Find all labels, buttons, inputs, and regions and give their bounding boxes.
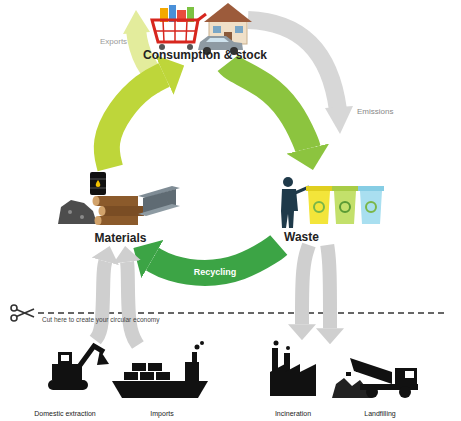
- waste-icon: [281, 177, 384, 228]
- house-roof: [204, 3, 252, 22]
- smoke: [200, 341, 204, 345]
- node-label: Landfilling: [364, 410, 396, 418]
- log: [96, 196, 138, 206]
- excavator-icon: [48, 346, 109, 390]
- flow-arrow: [302, 245, 309, 324]
- container: [140, 372, 154, 380]
- materials-icon: [58, 172, 180, 225]
- source-sink-node: Domestic extraction: [20, 340, 110, 418]
- rock-speck: [80, 215, 84, 219]
- annotation: Emissions: [357, 108, 393, 117]
- scissors-ring: [11, 305, 17, 311]
- node-label: Incineration: [275, 410, 311, 418]
- truck-wheel: [366, 386, 378, 398]
- factory-icon: [270, 341, 316, 397]
- truck-window: [405, 371, 414, 378]
- house-window: [235, 26, 243, 33]
- excavator-window: [61, 355, 69, 361]
- rubble-piece: [346, 372, 351, 376]
- cart-basket: [152, 20, 198, 42]
- steel-beam: [138, 204, 180, 216]
- recycle-symbol: [366, 202, 376, 212]
- node-label: Materials: [94, 232, 146, 246]
- emissions-head: [325, 106, 353, 134]
- rock-pile: [58, 200, 97, 224]
- dump-truck-icon: [332, 358, 418, 398]
- smoke: [286, 346, 290, 350]
- recycling-bin: [334, 191, 356, 224]
- factory-building: [270, 364, 316, 396]
- container: [148, 363, 162, 371]
- scissors-symbol: [11, 305, 34, 321]
- node-label: Imports: [150, 410, 173, 418]
- log: [98, 216, 138, 225]
- cart-grid: [154, 20, 196, 42]
- excavator-track: [48, 380, 88, 390]
- barrel-band: [90, 179, 106, 188]
- recycle-symbol: [340, 202, 350, 212]
- container: [156, 372, 170, 380]
- source-sink-node: Incineration: [258, 340, 328, 418]
- shopping-cart-icon: [152, 5, 206, 50]
- stage-node: Consumption & stock: [140, 3, 270, 63]
- node-label: Domestic extraction: [34, 410, 95, 418]
- flow-arrow: [327, 245, 330, 328]
- stage-node: Waste: [272, 170, 372, 245]
- arrow-label: Recycling: [194, 267, 237, 277]
- flow-arrow: [95, 261, 105, 340]
- exports-head: [123, 10, 150, 34]
- node-label: Consumption & stock: [143, 49, 267, 63]
- bin-lid: [306, 186, 332, 191]
- ship-hull: [112, 381, 208, 398]
- ship-funnel: [192, 352, 197, 362]
- house-window: [213, 26, 221, 33]
- truck-wheel: [399, 386, 411, 398]
- excavator-bucket: [97, 350, 109, 365]
- log-end: [93, 196, 100, 206]
- rock-speck: [68, 210, 72, 214]
- log-end: [99, 206, 106, 216]
- person-head: [283, 177, 293, 187]
- source-sink-node: Imports: [112, 345, 212, 418]
- scissors-ring: [11, 315, 17, 321]
- scissors-blade: [17, 309, 35, 317]
- log: [102, 206, 144, 216]
- bin-lid: [358, 186, 384, 191]
- smoke: [195, 345, 200, 350]
- recycling-bin: [360, 191, 382, 224]
- node-label: Waste: [284, 231, 319, 245]
- cycle-arrow: [228, 63, 308, 149]
- annotation: Exports: [100, 38, 127, 47]
- annotation: Cut here to create your circular economy: [42, 316, 159, 323]
- stage-node: Materials: [58, 168, 183, 246]
- oil-barrel: [90, 172, 106, 195]
- source-sink-node: Landfilling: [330, 340, 430, 418]
- cart-handle: [198, 14, 206, 20]
- recycling-bin: [308, 191, 330, 224]
- scissors-blade: [17, 310, 35, 318]
- ship-icon: [112, 341, 208, 398]
- person-body: [281, 189, 298, 228]
- car-window: [206, 38, 229, 42]
- smoke: [274, 341, 279, 346]
- container: [124, 372, 138, 380]
- log-end: [95, 216, 102, 225]
- ship-bridge: [185, 362, 199, 381]
- container: [132, 363, 146, 371]
- cycle-arrow: [107, 75, 164, 168]
- bin-lid: [332, 186, 358, 191]
- oil-drop: [96, 180, 101, 187]
- truck-bed: [350, 358, 392, 384]
- recycle-symbol: [314, 202, 324, 212]
- flow-arrow: [127, 262, 138, 345]
- excavator-cab: [58, 352, 72, 365]
